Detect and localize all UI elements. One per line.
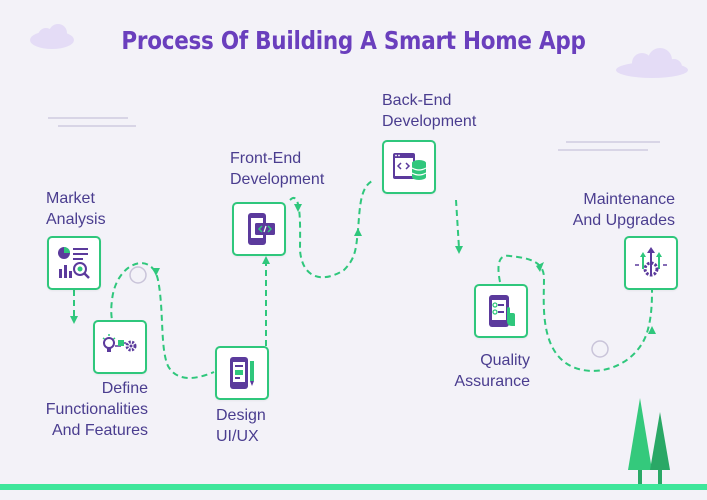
step-box-design-uiux xyxy=(215,346,269,400)
page-title: Process Of Building A Smart Home App xyxy=(121,26,586,55)
label-line: UI/UX xyxy=(216,428,259,445)
idea-gear-icon xyxy=(102,334,137,352)
label-line: And Upgrades xyxy=(572,212,675,229)
step-box-market-analysis xyxy=(47,236,101,290)
step-label-define-functionalities: Define Functionalities And Features xyxy=(26,378,148,441)
process-path xyxy=(73,179,653,379)
mobile-checklist-icon xyxy=(489,295,515,327)
label-line: Development xyxy=(382,113,477,130)
path-marker-right xyxy=(591,340,609,358)
label-line: Analysis xyxy=(46,211,106,228)
label-line: Development xyxy=(230,171,325,188)
label-line: Market xyxy=(46,190,95,207)
tree-decoration xyxy=(628,398,670,484)
ground-line xyxy=(0,484,707,490)
step-label-front-end: Front-End Development xyxy=(230,148,324,190)
step-label-market-analysis: Market Analysis xyxy=(46,188,106,230)
decor-lines xyxy=(48,117,660,151)
step-label-back-end: Back-End Development xyxy=(382,90,476,132)
mobile-code-icon xyxy=(248,213,275,245)
step-box-quality-assurance xyxy=(474,284,528,338)
server-database-icon xyxy=(393,153,427,180)
label-line: Quality xyxy=(480,352,530,369)
step-box-front-end xyxy=(232,202,286,256)
step-label-quality-assurance: Quality Assurance xyxy=(446,350,530,392)
label-line: Assurance xyxy=(454,373,530,390)
cloud-left xyxy=(30,24,74,49)
step-box-define-functionalities xyxy=(93,320,147,374)
analytics-chart-icon xyxy=(58,247,90,279)
step-label-maintenance: Maintenance And Upgrades xyxy=(566,189,675,231)
label-line: Design xyxy=(216,407,266,424)
label-line: Define xyxy=(101,380,148,397)
upgrade-arrows-icon xyxy=(635,247,667,277)
label-line: Back-End xyxy=(382,92,452,109)
path-marker-left xyxy=(129,266,147,284)
label-line: Maintenance xyxy=(583,191,675,208)
mobile-design-icon xyxy=(230,357,254,389)
step-box-back-end xyxy=(382,140,436,194)
label-line: Functionalities xyxy=(45,401,148,418)
cloud-right xyxy=(616,48,688,78)
path-arrowheads xyxy=(70,204,656,334)
label-line: Front-End xyxy=(230,150,302,167)
step-box-maintenance xyxy=(624,236,678,290)
label-line: And Features xyxy=(51,422,148,439)
step-label-design-uiux: Design UI/UX xyxy=(216,405,266,447)
